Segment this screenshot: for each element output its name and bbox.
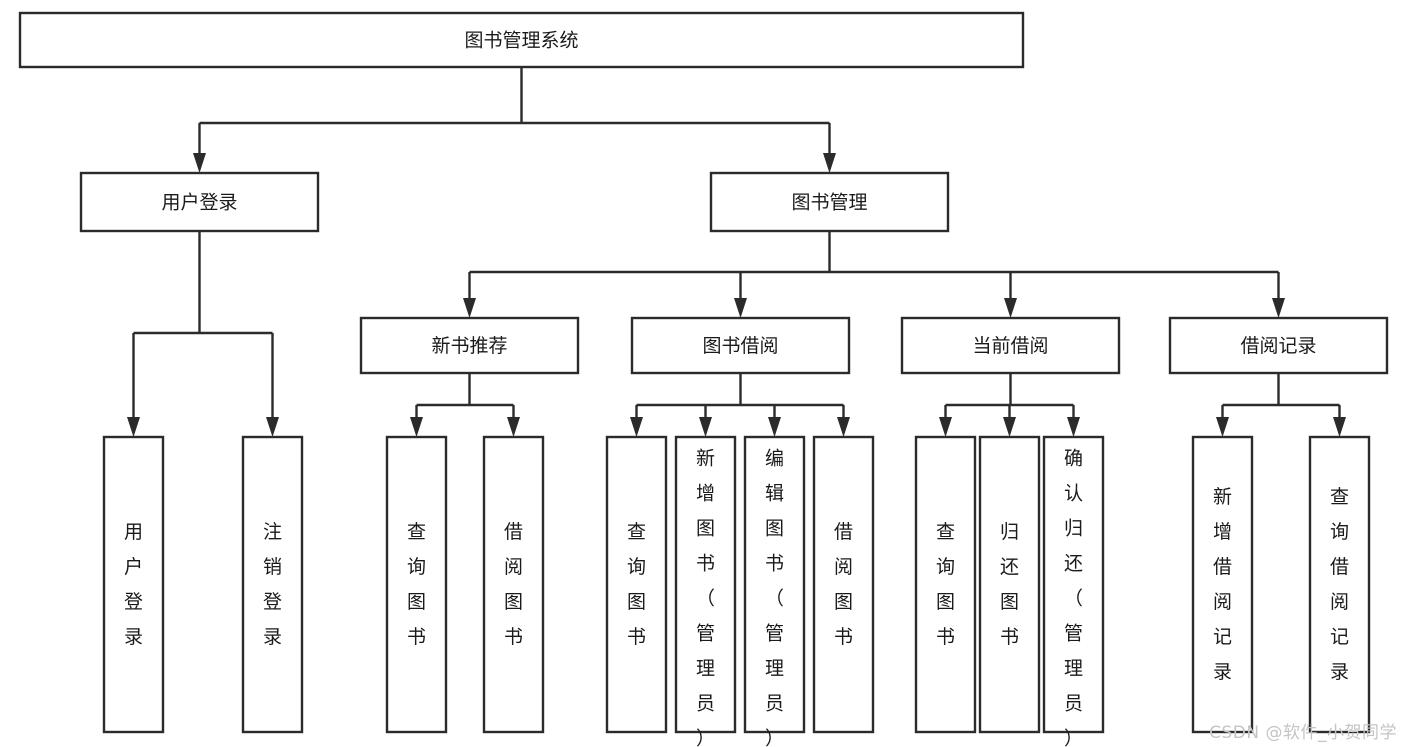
node-label-book-borrow: 图书借阅	[702, 335, 778, 357]
node-label-current-borrow: 当前借阅	[972, 335, 1048, 357]
arrow-head-icon	[463, 298, 476, 318]
node-box-book-manage[interactable]	[709, 171, 950, 233]
node-leaf-logout[interactable]: 注销登录	[241, 435, 304, 734]
node-leaf-borrow-book-2[interactable]: 借阅图书	[812, 435, 875, 734]
node-box-leaf-edit-book[interactable]	[743, 435, 806, 734]
arrow-head-icon	[1272, 298, 1285, 318]
node-user-login[interactable]: 用户登录	[79, 171, 320, 233]
node-box-leaf-borrow-book-1[interactable]	[482, 435, 545, 734]
connector-group-book-manage	[463, 231, 1285, 318]
node-leaf-add-record[interactable]: 新增借阅记录	[1191, 435, 1254, 734]
node-label-leaf-query-book-1: 查询图书	[407, 521, 426, 648]
connector-layer	[127, 67, 1346, 437]
node-label-leaf-user-login: 用户登录	[124, 521, 143, 648]
arrow-head-icon	[1216, 417, 1229, 437]
node-box-book-borrow[interactable]	[630, 316, 851, 375]
node-box-leaf-add-record[interactable]	[1191, 435, 1254, 734]
node-box-leaf-query-book-2[interactable]	[605, 435, 668, 734]
arrow-head-icon	[410, 417, 423, 437]
node-label-leaf-add-book: 新增图书（管理员）	[696, 447, 715, 747]
node-root[interactable]: 图书管理系统	[18, 11, 1025, 69]
node-label-leaf-query-book-2: 查询图书	[627, 521, 646, 648]
node-label-leaf-add-record: 新增借阅记录	[1213, 486, 1232, 683]
node-label-book-manage: 图书管理	[791, 192, 867, 214]
node-new-book-recommend[interactable]: 新书推荐	[359, 316, 580, 375]
node-leaf-confirm-return[interactable]: 确认归还（管理员）	[1042, 435, 1105, 747]
node-label-leaf-borrow-book-2: 借阅图书	[834, 521, 853, 648]
node-box-borrow-record[interactable]	[1168, 316, 1389, 375]
node-leaf-query-book-2[interactable]: 查询图书	[605, 435, 668, 734]
node-current-borrow[interactable]: 当前借阅	[900, 316, 1121, 375]
node-leaf-query-book-1[interactable]: 查询图书	[385, 435, 448, 734]
node-label-borrow-record: 借阅记录	[1240, 335, 1316, 357]
node-label-leaf-confirm-return: 确认归还（管理员）	[1064, 447, 1083, 747]
arrow-head-icon	[768, 417, 781, 437]
arrow-head-icon	[734, 298, 747, 318]
node-box-leaf-query-book-3[interactable]	[914, 435, 977, 734]
arrow-head-icon	[507, 417, 520, 437]
node-leaf-borrow-book-1[interactable]: 借阅图书	[482, 435, 545, 734]
node-label-leaf-edit-book: 编辑图书（管理员）	[765, 447, 784, 747]
arrow-head-icon	[127, 417, 140, 437]
arrow-head-icon	[837, 417, 850, 437]
node-label-root: 图书管理系统	[464, 30, 578, 52]
node-box-root[interactable]	[18, 11, 1025, 69]
node-leaf-query-record[interactable]: 查询借阅记录	[1308, 435, 1371, 734]
connector-group-root	[193, 67, 836, 173]
node-leaf-edit-book[interactable]: 编辑图书（管理员）	[743, 435, 806, 747]
node-label-leaf-query-record: 查询借阅记录	[1330, 486, 1349, 683]
arrow-head-icon	[266, 417, 279, 437]
node-box-leaf-return-book[interactable]	[978, 435, 1041, 734]
node-label-leaf-return-book: 归还图书	[1000, 521, 1019, 648]
node-box-leaf-query-book-1[interactable]	[385, 435, 448, 734]
node-box-leaf-query-record[interactable]	[1308, 435, 1371, 734]
node-label-leaf-borrow-book-1: 借阅图书	[504, 521, 523, 648]
node-book-borrow[interactable]: 图书借阅	[630, 316, 851, 375]
arrow-head-icon	[1003, 417, 1016, 437]
arrow-head-icon	[823, 153, 836, 173]
arrow-head-icon	[939, 417, 952, 437]
node-label-new-book-recommend: 新书推荐	[431, 335, 507, 357]
node-borrow-record[interactable]: 借阅记录	[1168, 316, 1389, 375]
node-box-current-borrow[interactable]	[900, 316, 1121, 375]
connector-group-borrow-record	[1216, 373, 1346, 437]
node-layer: 图书管理系统用户登录图书管理新书推荐图书借阅当前借阅借阅记录用户登录注销登录查询…	[18, 11, 1389, 747]
node-label-leaf-logout: 注销登录	[263, 521, 282, 648]
node-box-new-book-recommend[interactable]	[359, 316, 580, 375]
node-label-leaf-query-book-3: 查询图书	[936, 521, 955, 648]
node-box-leaf-logout[interactable]	[241, 435, 304, 734]
node-box-leaf-borrow-book-2[interactable]	[812, 435, 875, 734]
node-box-leaf-confirm-return[interactable]	[1042, 435, 1105, 734]
arrow-head-icon	[193, 153, 206, 173]
node-box-leaf-user-login[interactable]	[102, 435, 165, 734]
arrow-head-icon	[699, 417, 712, 437]
connector-group-new-book-recommend	[410, 373, 520, 437]
arrow-head-icon	[1333, 417, 1346, 437]
arrow-head-icon	[1004, 298, 1017, 318]
node-leaf-query-book-3[interactable]: 查询图书	[914, 435, 977, 734]
node-leaf-return-book[interactable]: 归还图书	[978, 435, 1041, 734]
node-box-user-login[interactable]	[79, 171, 320, 233]
node-leaf-user-login[interactable]: 用户登录	[102, 435, 165, 734]
node-leaf-add-book[interactable]: 新增图书（管理员）	[674, 435, 737, 747]
node-label-user-login: 用户登录	[161, 192, 237, 214]
node-box-leaf-add-book[interactable]	[674, 435, 737, 734]
node-book-manage[interactable]: 图书管理	[709, 171, 950, 233]
arrow-head-icon	[630, 417, 643, 437]
arrow-head-icon	[1067, 417, 1080, 437]
connector-group-current-borrow	[939, 373, 1080, 437]
connector-group-user-login	[127, 231, 279, 437]
connector-group-book-borrow	[630, 373, 850, 437]
